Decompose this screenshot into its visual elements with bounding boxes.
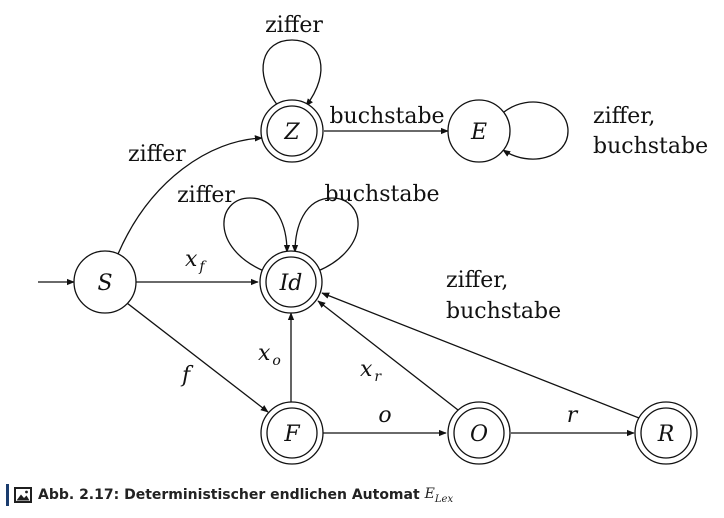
edge-id-loop-ziffer [223, 197, 291, 272]
edge-e-loop [502, 101, 569, 160]
states [73, 99, 698, 465]
label-s-to-z: ziffer [128, 142, 186, 167]
state-id [259, 250, 323, 314]
label-id-side-1: ziffer, [446, 268, 508, 293]
label-id-loop-buchstabe: buchstabe [324, 182, 439, 207]
label-z-loop: ziffer [265, 13, 323, 38]
edge-id-loop-buchstabe [291, 197, 359, 272]
state-o [447, 401, 511, 465]
edge-z-loop [262, 39, 322, 107]
label-z-to-e: buchstabe [329, 104, 444, 129]
label-f-to-o: o [378, 403, 391, 428]
dfa-diagram: S Z E Id F O R ziffer buchstabe ziffer, … [38, 13, 708, 465]
state-label-e: E [470, 120, 487, 145]
state-e [447, 99, 511, 163]
state-f [260, 401, 324, 465]
edge-o-to-id [317, 300, 459, 411]
label-id-side-2: buchstabe [446, 299, 561, 324]
state-label-o: O [470, 422, 488, 447]
label-e-loop-1: ziffer, [593, 104, 655, 129]
image-icon [14, 487, 32, 503]
label-s-to-f: f [180, 363, 194, 388]
label-o-to-r: r [567, 403, 579, 428]
edge-s-to-f [126, 302, 269, 413]
state-labels: S Z E Id F O R [97, 120, 674, 447]
state-label-id: Id [279, 271, 303, 296]
state-r [634, 401, 698, 465]
edge-r-to-id [321, 292, 640, 419]
edges [38, 39, 640, 437]
caption-text: Abb. 2.17: Deterministischer endlichen A… [38, 487, 420, 503]
state-label-f: F [283, 422, 300, 447]
edge-s-to-z [117, 135, 263, 255]
caption-math: ELex [424, 485, 454, 505]
label-id-loop-ziffer: ziffer [177, 183, 235, 208]
edge-labels: ziffer buchstabe ziffer, buchstabe ziffe… [128, 13, 708, 428]
state-label-r: R [657, 422, 675, 447]
state-z [260, 99, 324, 163]
label-e-loop-2: buchstabe [593, 134, 708, 159]
state-s [73, 250, 137, 314]
state-label-s: S [97, 271, 112, 296]
state-label-z: Z [283, 120, 300, 145]
figure-caption: Abb. 2.17: Deterministischer endlichen A… [6, 484, 453, 506]
